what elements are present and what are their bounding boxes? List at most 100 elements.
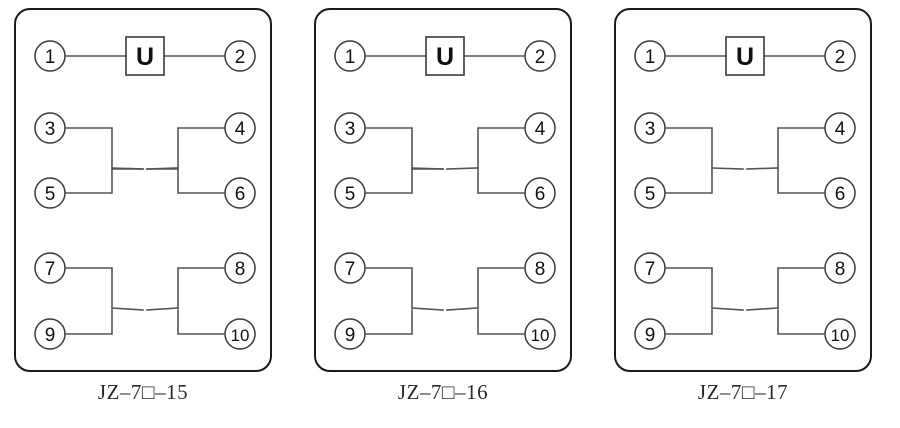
terminal-label: 6 [835, 184, 846, 205]
terminal-8: 8 [524, 252, 556, 284]
terminal-label: 8 [235, 259, 246, 280]
terminal-label: 5 [345, 184, 356, 205]
contact-upper-lead [364, 127, 413, 169]
terminal-3: 3 [34, 112, 66, 144]
contact-blade [746, 307, 779, 311]
panel-caption: JZ–7□–16 [397, 380, 489, 404]
terminal-2: 2 [824, 40, 856, 72]
coil-box [425, 36, 465, 76]
terminal-10: 10 [824, 318, 856, 350]
contact-middle-left [364, 127, 444, 194]
contact-blade [711, 307, 744, 311]
contact-blade [446, 307, 479, 311]
coil-box [725, 36, 765, 76]
contact-bottom-right [446, 267, 526, 335]
terminal-5: 5 [634, 177, 666, 209]
terminal-label: 5 [645, 184, 656, 205]
contact-lower-lead [777, 168, 826, 194]
terminal-1: 1 [634, 40, 666, 72]
contact-upper-lead [777, 127, 826, 169]
terminal-label: 3 [645, 119, 656, 140]
contact-bottom-left [664, 267, 744, 335]
contact-lower-lead [364, 168, 444, 194]
contact-bottom-right [146, 267, 226, 335]
contact-upper-lead [777, 267, 826, 309]
contact-middle-right [146, 127, 226, 194]
terminal-2: 2 [524, 40, 556, 72]
contact-upper-lead [364, 267, 413, 309]
terminal-3: 3 [334, 112, 366, 144]
panel-caption: JZ–7□–15 [97, 380, 189, 404]
contact-bottom-right [746, 267, 826, 335]
terminal-10: 10 [524, 318, 556, 350]
contact-lower-lead [64, 309, 113, 335]
contact-lower-lead [777, 309, 826, 335]
terminal-5: 5 [334, 177, 366, 209]
terminal-label: 9 [45, 325, 56, 346]
terminal-8: 8 [224, 252, 256, 284]
coil-box [125, 36, 165, 76]
contact-upper-lead [64, 127, 113, 169]
contact-lower-lead [64, 168, 144, 194]
contact-blade [446, 167, 479, 170]
terminal-3: 3 [634, 112, 666, 144]
terminal-label: 10 [231, 326, 250, 345]
terminal-label: 7 [345, 259, 356, 280]
contact-lower-lead [477, 309, 526, 335]
terminal-label: 6 [535, 184, 546, 205]
contact-blade [746, 167, 779, 170]
contact-upper-lead [664, 267, 713, 309]
terminal-7: 7 [34, 252, 66, 284]
panel-caption: JZ–7□–17 [697, 380, 789, 404]
terminal-label: 1 [645, 47, 656, 68]
contact-bottom-left [364, 267, 444, 335]
contact-blade [411, 307, 444, 311]
contact-middle-right [446, 127, 526, 194]
terminal-label: 10 [531, 326, 550, 345]
terminal-label: 9 [345, 325, 356, 346]
terminal-label: 2 [835, 47, 846, 68]
contact-middle-left [664, 127, 744, 194]
contact-middle-left [64, 127, 144, 194]
contact-upper-lead [64, 267, 113, 309]
terminal-label: 3 [45, 119, 56, 140]
terminal-label: 5 [45, 184, 56, 205]
terminal-10: 10 [224, 318, 256, 350]
terminal-1: 1 [34, 40, 66, 72]
terminal-7: 7 [334, 252, 366, 284]
terminal-4: 4 [524, 112, 556, 144]
contact-lower-lead [664, 168, 713, 194]
terminal-6: 6 [524, 177, 556, 209]
terminal-5: 5 [34, 177, 66, 209]
terminal-label: 2 [535, 47, 546, 68]
contact-blade [146, 307, 179, 311]
contact-bottom-left [64, 267, 144, 335]
contact-middle-right [746, 127, 826, 194]
contact-lower-lead [177, 309, 226, 335]
contact-lower-lead [664, 309, 713, 335]
terminal-6: 6 [224, 177, 256, 209]
contact-upper-lead [664, 127, 713, 169]
contact-lower-lead [146, 168, 226, 194]
contact-upper-lead [177, 267, 226, 309]
terminal-label: 9 [645, 325, 656, 346]
contact-blade [111, 307, 144, 311]
terminal-9: 9 [334, 318, 366, 350]
terminal-4: 4 [824, 112, 856, 144]
terminal-label: 7 [645, 259, 656, 280]
terminal-label: 4 [835, 119, 846, 140]
terminal-9: 9 [634, 318, 666, 350]
coil-label: U [136, 43, 154, 71]
contact-upper-lead [477, 267, 526, 309]
terminal-label: 4 [535, 119, 546, 140]
terminal-2: 2 [224, 40, 256, 72]
terminal-7: 7 [634, 252, 666, 284]
coil-label: U [436, 43, 454, 71]
